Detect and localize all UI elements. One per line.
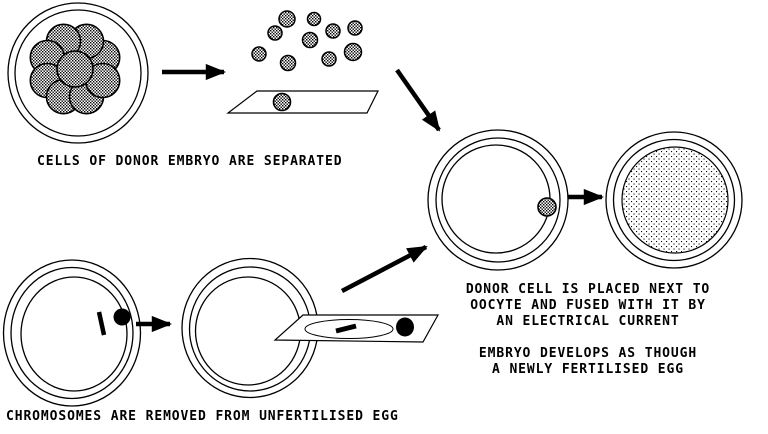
- caption-chromosomes-removed: CHROMOSOMES ARE REMOVED FROM UNFERTILISE…: [6, 409, 399, 424]
- chromosome-strand: [96, 311, 107, 336]
- caption-cells-separated: CELLS OF DONOR EMBRYO ARE SEPARATED: [37, 154, 343, 169]
- enucleated-egg: [181, 257, 319, 399]
- caption-donor-fusion: DONOR CELL IS PLACED NEXT TO OOCYTE AND …: [453, 282, 723, 330]
- oocyte-with-donor-cell: [427, 129, 569, 271]
- arrow-slide-to-oocyte: [395, 68, 441, 132]
- donor-embryo-cell-cluster: [29, 23, 121, 115]
- separated-cells: [251, 10, 363, 72]
- caption-embryo-develops-line1: EMBRYO DEVELOPS AS THOUGH: [478, 346, 698, 361]
- slide-well: [304, 319, 394, 339]
- caption-donor-fusion-line3: AN ELECTRICAL CURRENT: [496, 314, 680, 329]
- caption-embryo-develops-line2: A NEWLY FERTILISED EGG: [492, 362, 684, 377]
- developing-embryo: [605, 131, 743, 269]
- donor-embryo: [7, 2, 149, 144]
- unfertilised-egg: [2, 259, 142, 407]
- chromosome-removal-slide: [273, 314, 440, 343]
- caption-embryo-develops: EMBRYO DEVELOPS AS THOUGH A NEWLY FERTIL…: [453, 346, 723, 378]
- caption-donor-fusion-line1: DONOR CELL IS PLACED NEXT TO: [465, 282, 711, 297]
- donor-cell-slide: [226, 90, 379, 114]
- removed-nucleus: [396, 317, 414, 337]
- placed-donor-cell: [537, 197, 557, 217]
- chromosome-nucleus: [113, 308, 131, 326]
- arrow-egg-to-fusion: [340, 245, 428, 293]
- caption-donor-fusion-line2: OOCYTE AND FUSED WITH IT BY: [470, 298, 706, 313]
- donor-cell-on-slide: [272, 92, 292, 112]
- removed-chromosomes: [335, 323, 357, 334]
